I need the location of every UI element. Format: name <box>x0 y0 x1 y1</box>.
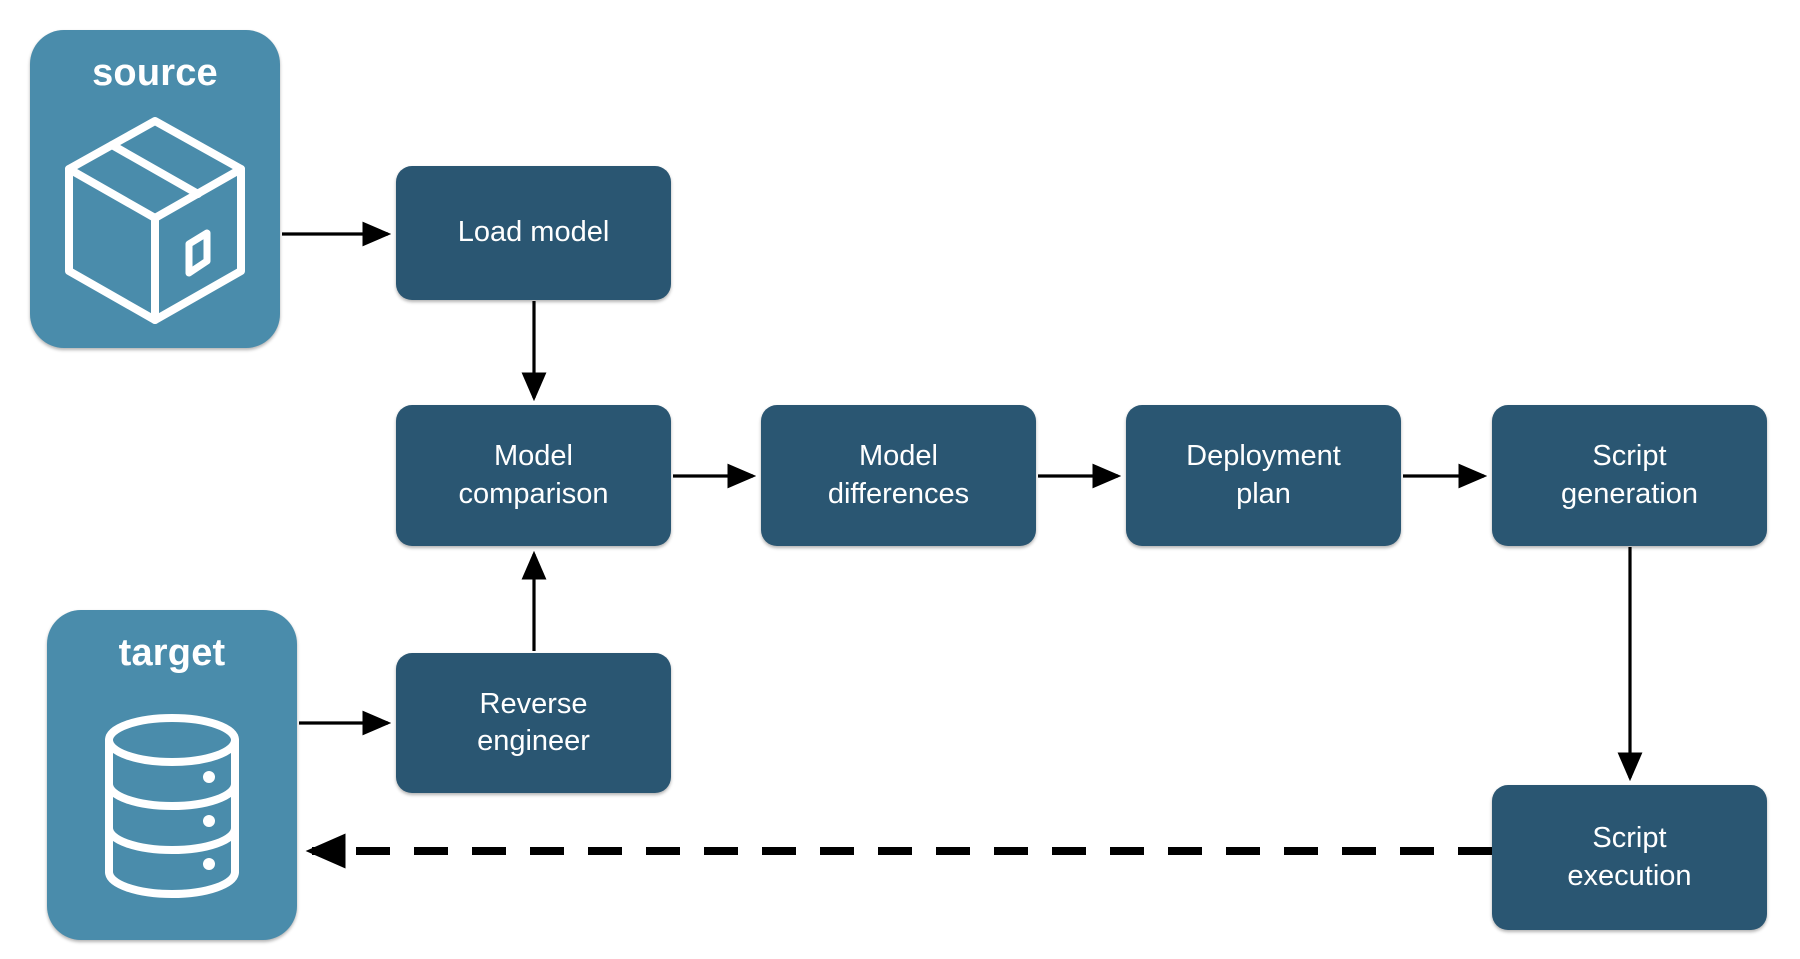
node-reverse-engineer-line-2: engineer <box>477 725 590 757</box>
node-script-execution-line-2: execution <box>1567 859 1692 892</box>
node-script-execution[interactable]: Script execution <box>1492 785 1767 930</box>
node-model-comparison-line-2: comparison <box>458 477 609 510</box>
node-script-generation-line-1: Script <box>1592 440 1667 473</box>
node-load-model[interactable]: Load model <box>396 166 671 300</box>
node-model-differences[interactable]: Model differences <box>761 405 1036 546</box>
node-reverse-engineer-line-1: Reverse <box>479 687 588 720</box>
package-box-icon <box>30 92 280 348</box>
node-load-model-line-1: Load model <box>457 216 610 249</box>
node-deployment-plan[interactable]: Deployment plan <box>1126 405 1401 546</box>
node-script-execution-line-1: Script <box>1592 822 1667 855</box>
node-deployment-plan-line-1: Deployment <box>1186 440 1341 473</box>
node-deployment-plan-line-2: plan <box>1236 477 1291 510</box>
node-script-generation-line-2: generation <box>1560 477 1699 510</box>
node-model-comparison-line-1: Model <box>494 440 573 473</box>
endpoint-source-label: source <box>92 52 218 94</box>
endpoint-source[interactable]: source <box>30 30 280 348</box>
node-model-comparison[interactable]: Model comparison <box>396 405 671 546</box>
endpoint-target-label: target <box>118 632 226 674</box>
node-model-differences-line-2: differences <box>827 477 970 510</box>
node-script-generation[interactable]: Script generation <box>1492 405 1767 546</box>
node-reverse-engineer[interactable]: Reverse engineer <box>396 653 671 793</box>
database-cylinder-icon <box>47 672 297 940</box>
endpoint-target[interactable]: target <box>47 610 297 940</box>
node-model-differences-line-1: Model <box>859 440 938 473</box>
